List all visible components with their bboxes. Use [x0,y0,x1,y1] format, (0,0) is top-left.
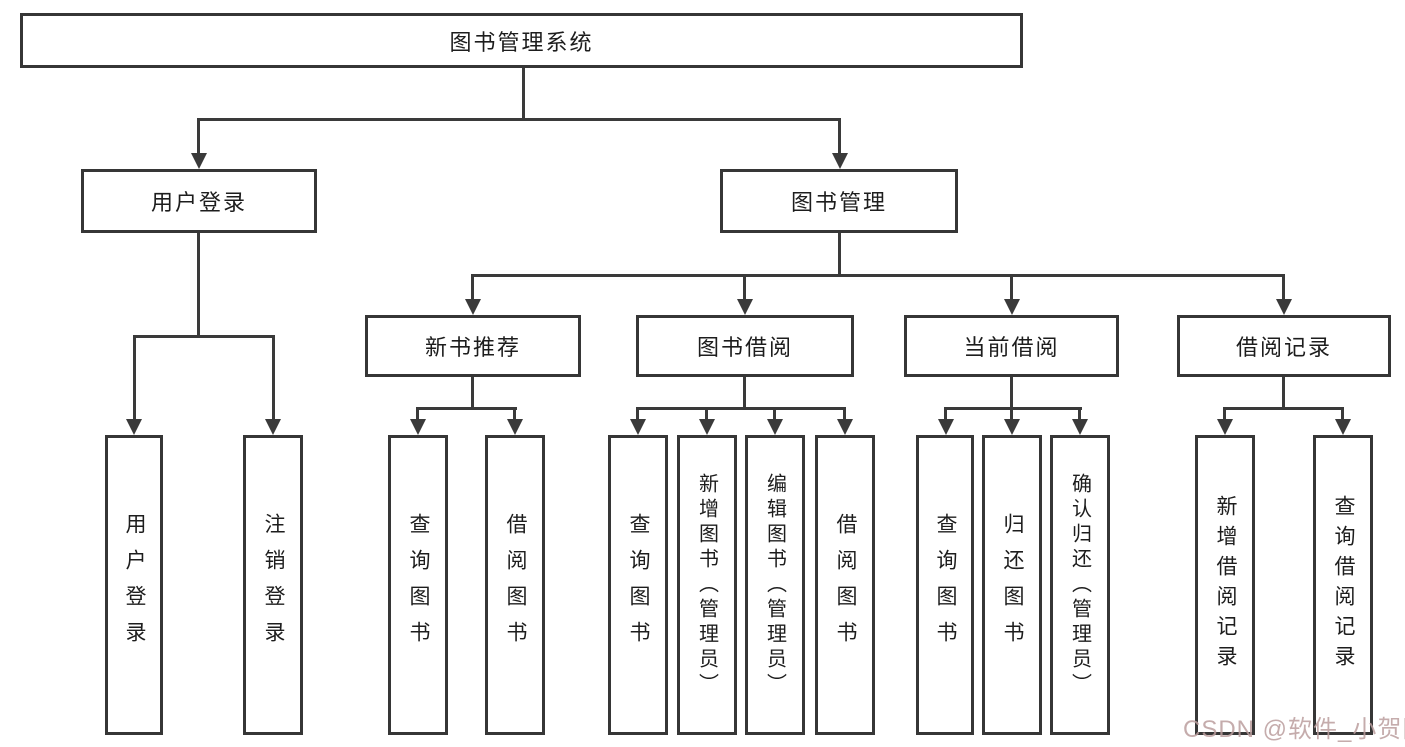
leaf-nb-query-books-label: 查询图书 [407,513,430,657]
connector-new-book-stem [471,377,474,409]
node-user-login: 用户登录 [81,169,317,233]
connector-drop-cb-query [944,407,947,421]
connector-current-borrowing-stem [1010,377,1013,409]
node-new-book-recommend: 新书推荐 [365,315,581,377]
node-current-borrowing: 当前借阅 [904,315,1119,377]
connector-borrowing-records-stem [1282,377,1285,409]
leaf-nb-query-books: 查询图书 [388,435,448,735]
node-book-borrowing-label: 图书借阅 [696,335,793,360]
leaf-cb-confirm-return-admin-label: 确认归还（管理员） [1068,472,1091,698]
arrowhead-bb-borrow [837,419,853,435]
leaf-br-add-record: 新增借阅记录 [1195,435,1255,735]
arrowhead-borrowing-records [1276,299,1292,315]
connector-book-borrowing-stem [743,377,746,409]
connector-drop-bb-add [705,407,708,421]
arrowhead-br-add [1217,419,1233,435]
connector-borrowing-records-split [1223,407,1344,410]
arrowhead-cb-confirm [1072,419,1088,435]
leaf-logout-label: 注销登录 [262,513,285,657]
connector-drop-bb-query [636,407,639,421]
arrowhead-cb-query [938,419,954,435]
node-book-management: 图书管理 [720,169,958,233]
connector-drop-leaf-logout [272,335,275,421]
connector-drop-book-borrowing [743,274,746,301]
arrowhead-bb-edit [767,419,783,435]
connector-drop-nb-query [416,407,419,421]
connector-user-login-stem [197,233,200,337]
connector-drop-cb-confirm [1078,407,1081,421]
leaf-logout: 注销登录 [243,435,303,735]
connector-drop-new-book [471,274,474,301]
leaf-nb-borrow-books: 借阅图书 [485,435,545,735]
leaf-bb-edit-book-admin-label: 编辑图书（管理员） [763,472,786,698]
connector-drop-nb-borrow [513,407,516,421]
connector-drop-borrowing-records [1282,274,1285,301]
connector-drop-br-query [1341,407,1344,421]
arrowhead-current-borrowing [1004,299,1020,315]
node-user-login-label: 用户登录 [150,190,247,215]
leaf-bb-query-books: 查询图书 [608,435,668,735]
leaf-cb-confirm-return-admin: 确认归还（管理员） [1050,435,1110,735]
leaf-cb-query-books-label: 查询图书 [934,513,957,657]
leaf-bb-add-book-admin: 新增图书（管理员） [677,435,737,735]
leaf-cb-query-books: 查询图书 [916,435,974,735]
node-book-management-label: 图书管理 [790,190,887,215]
node-borrowing-records-label: 借阅记录 [1235,335,1332,360]
node-borrowing-records: 借阅记录 [1177,315,1391,377]
arrowhead-bb-add [699,419,715,435]
connector-user-login-split [133,335,275,338]
arrowhead-bb-query [630,419,646,435]
arrowhead-nb-borrow [507,419,523,435]
leaf-bb-borrow-books: 借阅图书 [815,435,875,735]
connector-book-management-stem [838,233,841,276]
connector-level2-hline [471,274,1285,277]
node-root: 图书管理系统 [20,13,1023,68]
leaf-bb-query-books-label: 查询图书 [627,513,650,657]
arrowhead-br-query [1335,419,1351,435]
arrowhead-new-book [465,299,481,315]
arrowhead-user-login [191,153,207,169]
leaf-br-query-record-label: 查询借阅记录 [1332,495,1355,675]
connector-drop-bb-edit [773,407,776,421]
arrowhead-cb-return [1004,419,1020,435]
connector-drop-user-login [197,118,200,156]
connector-drop-bb-borrow [843,407,846,421]
arrowhead-book-management [832,153,848,169]
connector-level1-hline [197,118,841,121]
arrowhead-leaf-logout [265,419,281,435]
connector-book-borrowing-split [636,407,846,410]
connector-root-stem [522,68,525,120]
connector-drop-br-add [1223,407,1226,421]
connector-drop-leaf-user-login [133,335,136,421]
csdn-watermark: CSDN @软件_小贺同学 [1183,716,1405,743]
node-current-borrowing-label: 当前借阅 [963,335,1060,360]
node-new-book-recommend-label: 新书推荐 [424,335,521,360]
leaf-cb-return-books-label: 归还图书 [1001,513,1024,657]
leaf-user-login: 用户登录 [105,435,163,735]
connector-drop-book-management [838,118,841,156]
leaf-br-query-record: 查询借阅记录 [1313,435,1373,735]
leaf-bb-add-book-admin-label: 新增图书（管理员） [695,472,718,698]
leaf-bb-edit-book-admin: 编辑图书（管理员） [745,435,805,735]
leaf-br-add-record-label: 新增借阅记录 [1214,495,1237,675]
arrowhead-book-borrowing [737,299,753,315]
node-book-borrowing: 图书借阅 [636,315,854,377]
leaf-user-login-label: 用户登录 [123,513,146,657]
connector-drop-cb-return [1010,407,1013,421]
node-root-label: 图书管理系统 [449,29,594,55]
arrowhead-leaf-user-login [126,419,142,435]
leaf-bb-borrow-books-label: 借阅图书 [834,513,857,657]
leaf-cb-return-books: 归还图书 [982,435,1042,735]
connector-current-borrowing-split [944,407,1082,410]
connector-new-book-split [416,407,517,410]
arrowhead-nb-query [410,419,426,435]
connector-drop-current-borrowing [1010,274,1013,301]
leaf-nb-borrow-books-label: 借阅图书 [504,513,527,657]
